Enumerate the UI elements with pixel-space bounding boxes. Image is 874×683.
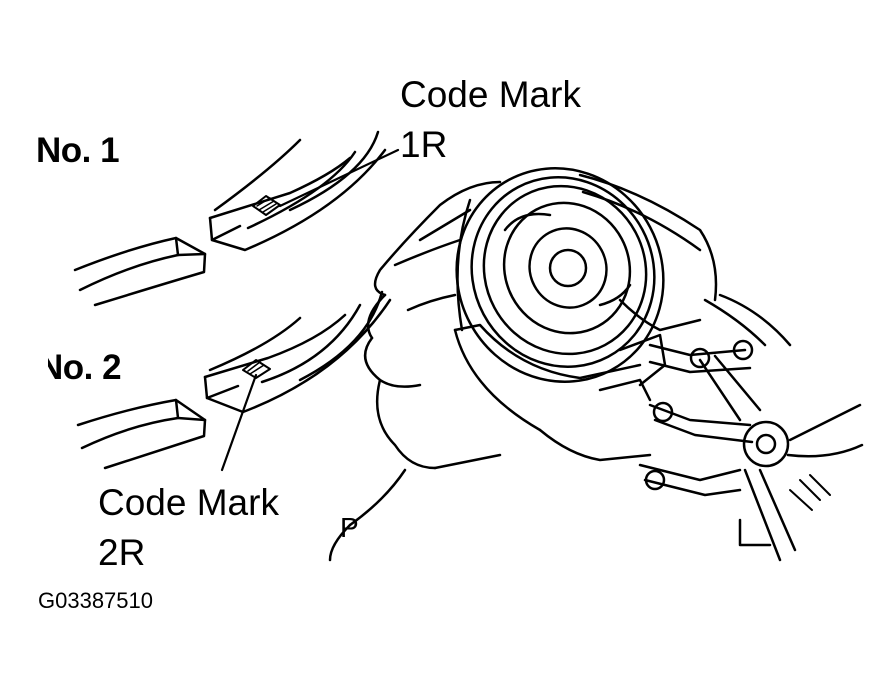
ring-no1-drawing xyxy=(73,130,387,307)
piston-drawing xyxy=(453,167,718,462)
code-mark-2r-title: Code Mark xyxy=(98,482,279,523)
hand-drawing xyxy=(328,180,502,562)
code-mark-2r-code: 2R xyxy=(98,532,146,573)
code-mark-2r-symbol xyxy=(242,359,271,379)
ring-expander-drawing xyxy=(598,293,864,562)
leader-line-1r xyxy=(278,148,400,208)
ring-no1-label: No. 1 xyxy=(36,131,120,170)
code-mark-1r-code: 1R xyxy=(400,124,448,165)
figure-id: G03387510 xyxy=(38,588,153,613)
ring-no2-label: No. 2 xyxy=(38,348,122,387)
piston-mark-p: P xyxy=(340,512,359,543)
code-mark-1r-title: Code Mark xyxy=(400,74,581,115)
ring-no2-drawing xyxy=(76,290,392,470)
leader-line-2r xyxy=(220,373,258,472)
